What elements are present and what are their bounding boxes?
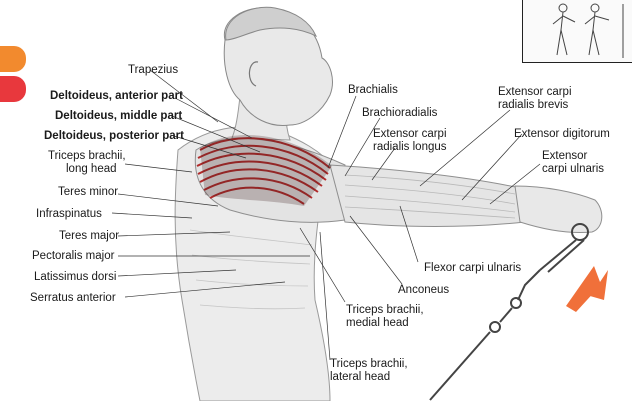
label-ecu-1: Extensor bbox=[542, 150, 588, 162]
label-anconeus: Anconeus bbox=[398, 284, 450, 296]
label-triceps-lateral-1: Triceps brachii, bbox=[330, 358, 408, 370]
label-ecu-2: carpi ulnaris bbox=[542, 163, 604, 175]
ear-shape bbox=[248, 61, 259, 87]
label-deltoid-posterior: Deltoideus, posterior part bbox=[44, 130, 184, 142]
label-ecr-longus-2: radialis longus bbox=[373, 141, 447, 153]
hair-shape bbox=[225, 6, 317, 41]
forearm-shape bbox=[329, 164, 526, 227]
label-deltoid-middle: Deltoideus, middle part bbox=[55, 110, 183, 122]
label-ecr-brevis-1: Extensor carpi bbox=[498, 86, 572, 98]
cable-attachment bbox=[429, 223, 589, 401]
label-ecr-brevis-2: radialis brevis bbox=[498, 99, 569, 111]
label-brachioradialis: Brachioradialis bbox=[362, 107, 438, 119]
label-ext-digitorum: Extensor digitorum bbox=[514, 128, 610, 140]
label-triceps-medial-1: Triceps brachii, bbox=[346, 304, 424, 316]
label-triceps-long-1: Triceps brachii, bbox=[48, 150, 126, 162]
label-triceps-medial-2: medial head bbox=[346, 317, 409, 329]
label-triceps-lateral-2: lateral head bbox=[330, 371, 391, 383]
inset-figure-thumbnail bbox=[522, 0, 632, 63]
label-pectoralis-major: Pectoralis major bbox=[32, 250, 115, 262]
label-triceps-long-2: long head bbox=[66, 163, 117, 175]
motion-arrow bbox=[566, 266, 608, 312]
label-teres-minor: Teres minor bbox=[58, 186, 119, 198]
torso-striations bbox=[189, 229, 313, 310]
inset-figures-sketch bbox=[552, 3, 624, 58]
label-serratus-anterior: Serratus anterior bbox=[30, 292, 116, 304]
label-infraspinatus: Infraspinatus bbox=[36, 208, 102, 220]
red-page-tab bbox=[0, 76, 26, 102]
forearm-striations bbox=[344, 174, 516, 219]
hand-shape bbox=[514, 185, 603, 233]
label-teres-major: Teres major bbox=[59, 230, 120, 242]
label-ecr-longus-1: Extensor carpi bbox=[373, 128, 447, 140]
deltoid-highlight bbox=[196, 137, 331, 205]
leader-lines bbox=[111, 69, 541, 361]
label-latissimus-dorsi: Latissimus dorsi bbox=[34, 271, 117, 283]
orange-page-tab bbox=[0, 46, 26, 72]
label-deltoid-anterior: Deltoideus, anterior part bbox=[50, 90, 183, 102]
label-trapezius: Trapezius bbox=[128, 64, 179, 76]
label-flexor-carpi-ulnaris: Flexor carpi ulnaris bbox=[424, 262, 522, 274]
label-brachialis: Brachialis bbox=[348, 84, 398, 96]
deltoid-shade bbox=[200, 135, 332, 206]
